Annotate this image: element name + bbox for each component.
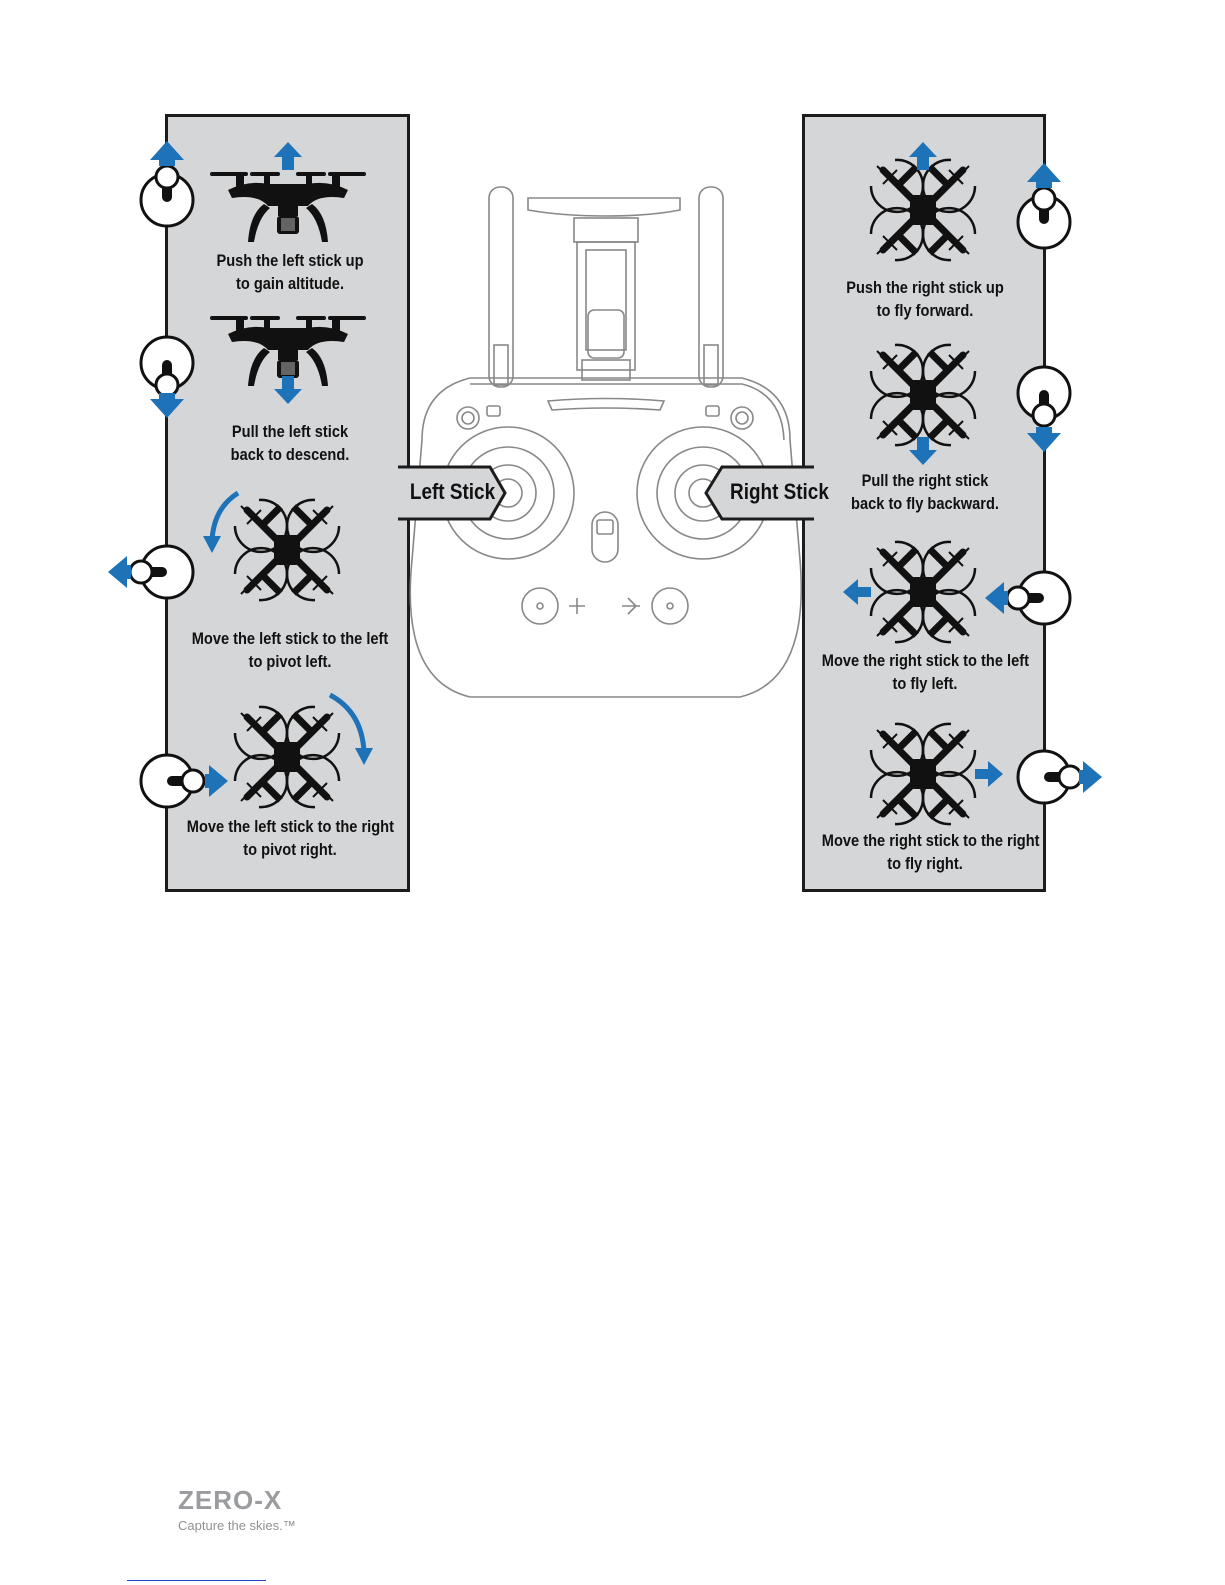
- footer-rule: [127, 1580, 266, 1581]
- brand-logo: ZERO-X: [178, 1485, 283, 1515]
- drone-side-icon: [210, 172, 366, 242]
- arrow-up-icon: [274, 142, 302, 170]
- right-right-stick-icon: [1016, 749, 1102, 805]
- controller-icon: [409, 186, 803, 698]
- curved-arrow-icon: [328, 692, 367, 753]
- brand-footer: ZERO-X Capture the skies.™: [178, 1485, 296, 1533]
- right-stick-tag: [704, 465, 814, 521]
- drone-top-icon: [871, 724, 975, 824]
- curved-arrow-icon: [209, 490, 240, 541]
- left-stick-tag: [398, 465, 507, 521]
- left-right-stick-icon: [139, 753, 228, 809]
- arrow-down-icon: [274, 376, 302, 404]
- arrow-down-icon: [909, 437, 937, 465]
- arrow-right-icon: [975, 761, 1003, 787]
- left-up-stick-icon: [139, 141, 195, 228]
- right-stick-label: Right Stick: [730, 479, 829, 504]
- arrow-left-icon: [843, 579, 871, 605]
- drone-top-icon: [235, 500, 339, 600]
- left-down-stick-icon: [139, 335, 195, 418]
- right-up-stick-icon: [1016, 163, 1072, 250]
- drone-side-icon: [210, 316, 366, 386]
- left-left-stick-icon: [108, 544, 195, 600]
- right-down-stick-icon: [1016, 365, 1072, 452]
- left-stick-label: Left Stick: [409, 479, 496, 504]
- drone-top-icon: [871, 345, 975, 445]
- drone-top-icon: [871, 160, 975, 260]
- brand-tagline: Capture the skies.™: [178, 1518, 296, 1533]
- right-left-stick-icon: [985, 570, 1072, 626]
- drone-top-icon: [235, 707, 339, 807]
- drone-top-icon: [871, 542, 975, 642]
- arrow-up-icon: [909, 142, 937, 170]
